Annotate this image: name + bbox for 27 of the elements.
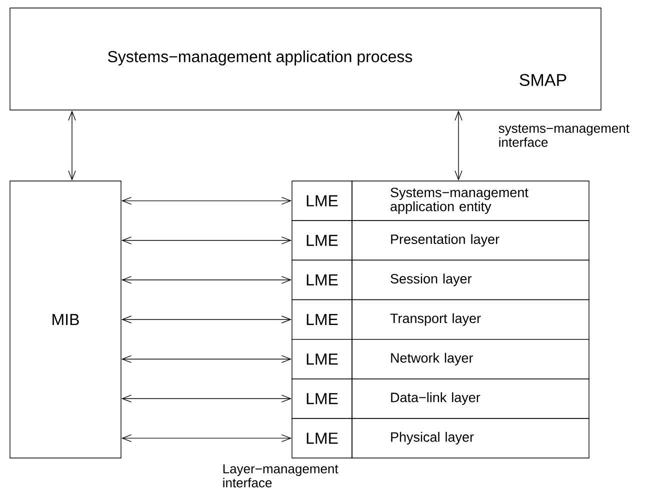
lme-cell: LME	[292, 180, 352, 221]
interface-label: systems−management interface	[498, 124, 630, 147]
double-arrow	[121, 316, 292, 324]
layer-cell: Transport layer	[352, 299, 590, 340]
double-arrow	[121, 355, 292, 363]
layer-cell: Network layer	[352, 338, 590, 380]
double-arrow	[121, 196, 292, 205]
lme-cell: LME	[292, 338, 352, 380]
interface-label: Layer−management interface	[223, 464, 338, 488]
lme-cell: LME	[292, 378, 352, 419]
double-arrow	[121, 276, 292, 284]
lme-cell: LME	[292, 299, 352, 340]
process-box: Systems−management application process SMAP	[10, 8, 602, 110]
mib-box: MIB	[10, 180, 122, 458]
layer-cell: Physical layer	[352, 418, 590, 458]
layer-cell: Presentation layer	[352, 220, 590, 261]
lme-cell: LME	[292, 418, 352, 458]
double-arrow	[454, 110, 462, 181]
double-arrow	[121, 434, 292, 442]
double-arrow	[121, 394, 292, 402]
lme-cell: LME	[292, 220, 352, 261]
layer-cell: Systems−management application entity	[352, 180, 590, 221]
layer-cell: Session layer	[352, 260, 590, 300]
double-arrow	[68, 110, 76, 181]
lme-cell: LME	[292, 260, 352, 300]
double-arrow	[121, 236, 292, 244]
layer-cell: Data−link layer	[352, 378, 590, 419]
